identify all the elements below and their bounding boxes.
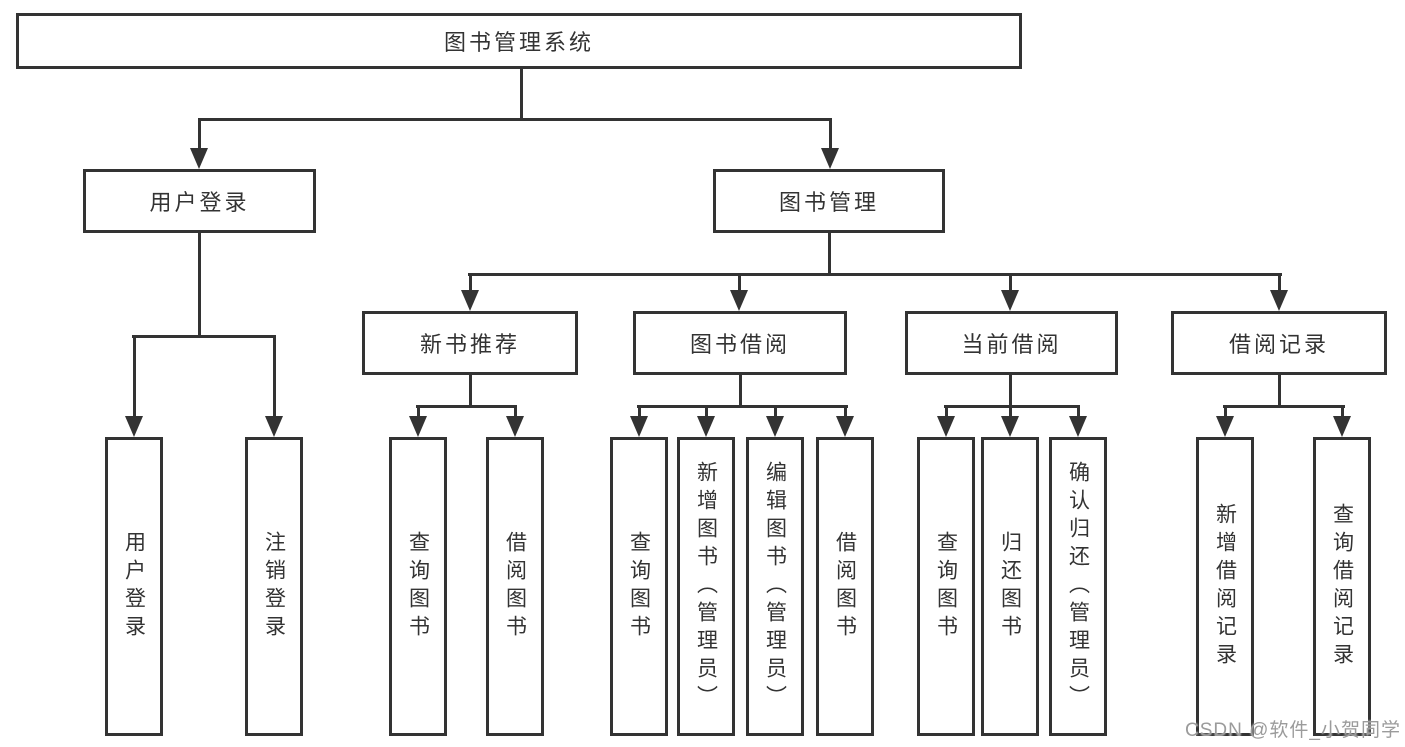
connector-line (1223, 405, 1345, 408)
leaf-query-books-current: 查询图书 (917, 437, 975, 736)
connector-line (739, 375, 742, 408)
connector-line (738, 273, 741, 296)
connector-line (705, 405, 708, 422)
leaf-user-login: 用户登录 (105, 437, 163, 736)
csdn-watermark: CSDN @软件_小贺同学 (1185, 720, 1401, 741)
arrowhead-icon (836, 416, 854, 437)
leaf-query-books-borrow: 查询图书 (610, 437, 668, 736)
connector-line (469, 375, 472, 408)
connector-line (828, 233, 831, 276)
connector-line (1278, 273, 1281, 296)
node-borrow-records: 借阅记录 (1171, 311, 1387, 375)
arrowhead-icon (937, 416, 955, 437)
arrowhead-icon (125, 416, 143, 437)
leaf-add-book-admin: 新增图书（管理员） (677, 437, 735, 736)
connector-line (416, 405, 517, 408)
node-current-borrow: 当前借阅 (905, 311, 1118, 375)
connector-line (638, 405, 641, 422)
node-library-system: 图书管理系统 (16, 13, 1022, 69)
arrowhead-icon (1270, 290, 1288, 311)
connector-line (844, 405, 847, 422)
arrowhead-icon (1001, 416, 1019, 437)
leaf-query-borrow-record: 查询借阅记录 (1313, 437, 1371, 736)
arrowhead-icon (1333, 416, 1351, 437)
connector-line (273, 335, 276, 422)
leaf-borrow-books: 借阅图书 (816, 437, 874, 736)
leaf-logout: 注销登录 (245, 437, 303, 736)
connector-line (198, 118, 201, 154)
connector-line (829, 118, 832, 154)
arrowhead-icon (730, 290, 748, 311)
connector-line (417, 405, 420, 422)
arrowhead-icon (265, 416, 283, 437)
connector-line (1009, 375, 1012, 408)
arrowhead-icon (1069, 416, 1087, 437)
leaf-borrow-books-recommend: 借阅图书 (486, 437, 544, 736)
arrowhead-icon (630, 416, 648, 437)
connector-line (774, 405, 777, 422)
arrowhead-icon (697, 416, 715, 437)
arrowhead-icon (506, 416, 524, 437)
node-new-book-recommend: 新书推荐 (362, 311, 578, 375)
arrowhead-icon (1216, 416, 1234, 437)
connector-line (944, 405, 1080, 408)
connector-line (198, 118, 832, 121)
arrowhead-icon (190, 148, 208, 169)
connector-line (1009, 273, 1012, 296)
connector-line (198, 233, 201, 338)
connector-line (1077, 405, 1080, 422)
leaf-add-borrow-record: 新增借阅记录 (1196, 437, 1254, 736)
leaf-edit-book-admin: 编辑图书（管理员） (746, 437, 804, 736)
connector-line (514, 405, 517, 422)
arrowhead-icon (821, 148, 839, 169)
node-book-management: 图书管理 (713, 169, 945, 233)
arrowhead-icon (766, 416, 784, 437)
connector-line (637, 405, 848, 408)
connector-line (1009, 405, 1012, 422)
arrowhead-icon (409, 416, 427, 437)
connector-line (945, 405, 948, 422)
connector-line (468, 273, 1282, 276)
arrowhead-icon (1001, 290, 1019, 311)
connector-line (1224, 405, 1227, 422)
leaf-return-book: 归还图书 (981, 437, 1039, 736)
arrowhead-icon (461, 290, 479, 311)
connector-line (132, 335, 276, 338)
connector-line (520, 69, 523, 121)
leaf-confirm-return-admin: 确认归还（管理员） (1049, 437, 1107, 736)
connector-line (133, 335, 136, 422)
connector-line (1278, 375, 1281, 408)
connector-line (1341, 405, 1344, 422)
node-user-login: 用户登录 (83, 169, 316, 233)
leaf-query-books-recommend: 查询图书 (389, 437, 447, 736)
connector-line (469, 273, 472, 296)
node-book-borrow: 图书借阅 (633, 311, 847, 375)
